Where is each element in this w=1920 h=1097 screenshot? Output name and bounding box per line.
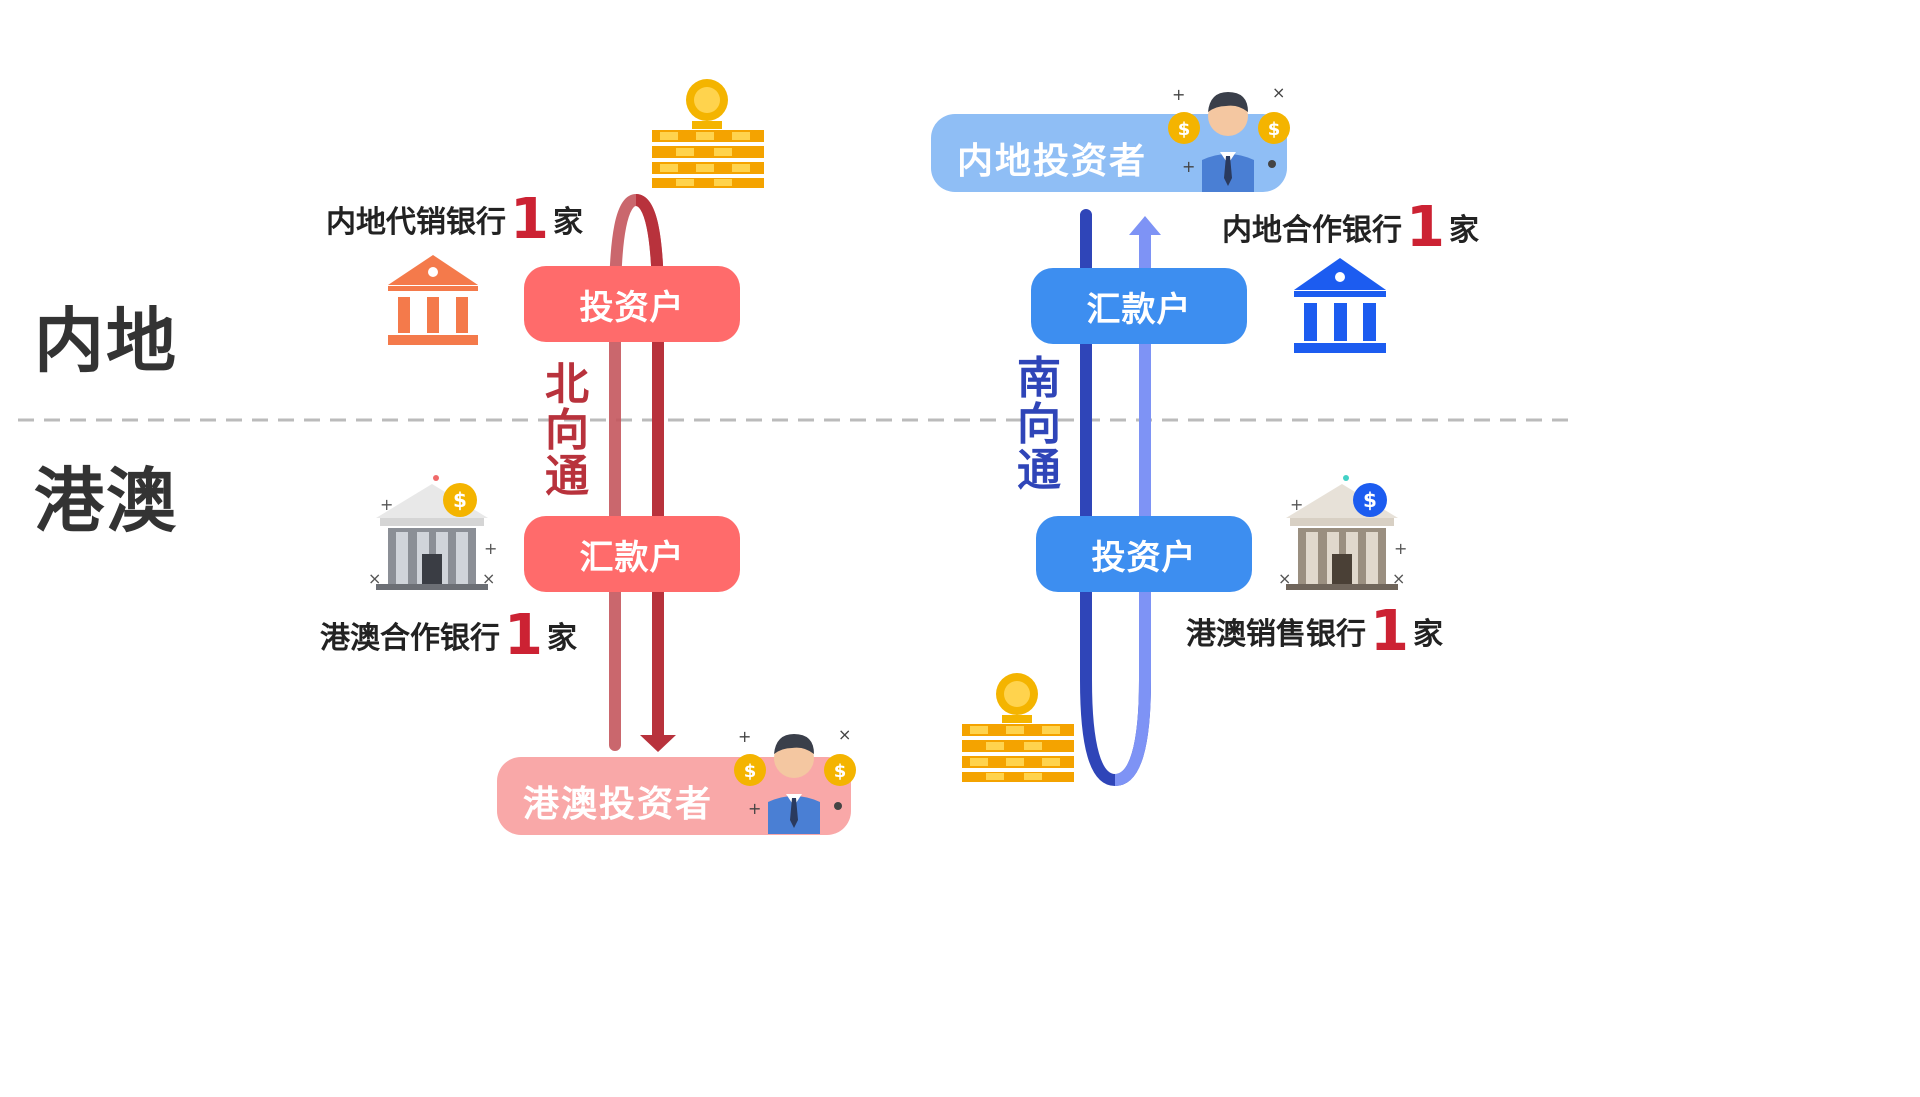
investor-avatar-icon: $ $ + × + (734, 725, 856, 834)
dollar-coin-icon (1353, 483, 1387, 517)
investor-avatar-icon: $ $ + × + (1168, 83, 1290, 192)
southbound-flow-arrow (1080, 209, 1161, 787)
diagram-canvas: $ + + × × $ + + × × 内地 港澳 (18, 79, 1568, 835)
svg-text:×: × (482, 569, 495, 588)
bank-count-unit: 家 (1412, 617, 1443, 652)
bank-icon (388, 255, 478, 345)
svg-text:$: $ (1268, 119, 1281, 140)
southbound-label-char: 通 (1017, 445, 1061, 496)
svg-text:+: + (1394, 539, 1407, 558)
northbound-label-char: 通 (545, 451, 589, 502)
southbound-label-char: 向 (1017, 399, 1061, 450)
southbound-label-char: 南 (1017, 353, 1061, 404)
svg-text:$: $ (1178, 119, 1191, 140)
southbound-hk-account-pill: 投资户 (1036, 516, 1252, 592)
svg-text:+: + (748, 799, 761, 818)
bank-name: 内地代销银行 (326, 205, 506, 240)
bank-name: 港澳合作银行 (320, 621, 500, 656)
svg-text:$: $ (453, 488, 467, 512)
southbound-arrowhead (1129, 216, 1161, 235)
coin-stack-icon (652, 79, 764, 188)
bank-count: 1 (1370, 599, 1409, 664)
svg-text:$: $ (1363, 488, 1377, 512)
northbound-label: 北 向 通 (542, 362, 592, 500)
svg-text:×: × (1272, 83, 1285, 102)
southbound-mainland-account-pill: 汇款户 (1031, 268, 1247, 344)
northbound-label-char: 向 (545, 405, 589, 456)
bank-name: 港澳销售银行 (1186, 617, 1366, 652)
northbound-arrowhead (640, 735, 676, 752)
svg-text:+: + (738, 727, 751, 746)
bank-count-unit: 家 (552, 205, 583, 240)
bank-icon (1294, 258, 1386, 353)
bank-icon: $ + + × × (1278, 475, 1407, 590)
bank-count: 1 (510, 187, 549, 252)
hk-investor-label: 港澳投资者 (523, 784, 714, 825)
svg-text:×: × (1278, 569, 1291, 588)
svg-text:$: $ (744, 761, 757, 782)
bank-name: 内地合作银行 (1222, 213, 1402, 248)
svg-text:+: + (1182, 157, 1195, 176)
region-label-hkmacau: 港澳 (34, 460, 178, 542)
svg-text:×: × (838, 725, 851, 744)
flow-graphics: $ + + × × $ + + × × (18, 79, 1568, 787)
svg-text:+: + (1172, 85, 1185, 104)
mainland-investor-label: 内地投资者 (957, 141, 1148, 182)
northbound-hk-account-pill: 汇款户 (524, 516, 740, 592)
svg-text:+: + (380, 495, 393, 514)
bank-count-unit: 家 (546, 621, 577, 656)
svg-text:+: + (484, 539, 497, 558)
svg-text:×: × (1392, 569, 1405, 588)
dollar-coin-icon (443, 483, 477, 517)
svg-text:+: + (1290, 495, 1303, 514)
bank-count: 1 (1406, 195, 1445, 260)
svg-text:$: $ (834, 761, 847, 782)
northbound-mainland-account-pill: 投资户 (524, 266, 740, 342)
bank-count-unit: 家 (1448, 213, 1479, 248)
coin-stack-icon (962, 673, 1074, 782)
northbound-label-char: 北 (545, 359, 589, 410)
bank-count: 1 (504, 603, 543, 668)
region-label-mainland: 内地 (34, 300, 178, 382)
southbound-label: 南 向 通 (1014, 356, 1064, 494)
svg-text:×: × (368, 569, 381, 588)
bank-icon: $ + + × × (368, 475, 497, 590)
